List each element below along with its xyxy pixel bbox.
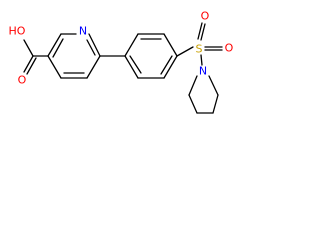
- bond-pyridine-1: [47, 33, 62, 57]
- sulfonyl-oxygen-top-label: O: [201, 10, 210, 23]
- bond-pyridine-4: [86, 55, 101, 79]
- bond-s-o-top-b: [200, 23, 206, 41]
- bond-benzene-1: [124, 33, 139, 57]
- bond-pyridine-1-inner: [52, 38, 64, 58]
- bond-benzene-4-inner: [160, 55, 173, 75]
- bond-c-o-double-b: [26, 57, 37, 75]
- acid-hydroxyl-label: HO: [9, 25, 26, 38]
- bond-pyrrolidine-5: [208, 75, 219, 96]
- bond-pyridine-3-inner: [86, 39, 96, 56]
- bond-pyridine-6: [47, 55, 62, 79]
- pyridine-nitrogen-label: N: [79, 25, 87, 38]
- pyrrolidine-nitrogen-label: N: [199, 65, 207, 78]
- bond-c-o-double-a: [23, 55, 34, 73]
- bond-ring-s: [176, 46, 194, 57]
- bond-benzene-4: [163, 55, 178, 79]
- structure-canvas: HO O N S O O N: [9, 10, 234, 114]
- bond-pyrrolidine-4: [212, 94, 219, 114]
- bond-c-oh: [23, 39, 34, 57]
- bond-benzene-6: [124, 55, 139, 79]
- molecule-structure: HO O N S O O N: [0, 0, 247, 130]
- bond-s-o-top-a: [197, 22, 203, 40]
- bond-s-n: [200, 54, 203, 66]
- sulfur-label: S: [196, 43, 203, 56]
- bond-benzene-6-inner: [129, 55, 142, 74]
- sulfonyl-oxygen-right-label: O: [225, 42, 234, 55]
- bond-pyridine-3: [88, 33, 101, 57]
- bond-pyrrolidine-1: [188, 75, 198, 96]
- acid-carbonyl-oxygen-label: O: [18, 74, 27, 87]
- bond-benzene-3: [163, 33, 178, 57]
- bond-pyrrolidine-2: [188, 94, 198, 114]
